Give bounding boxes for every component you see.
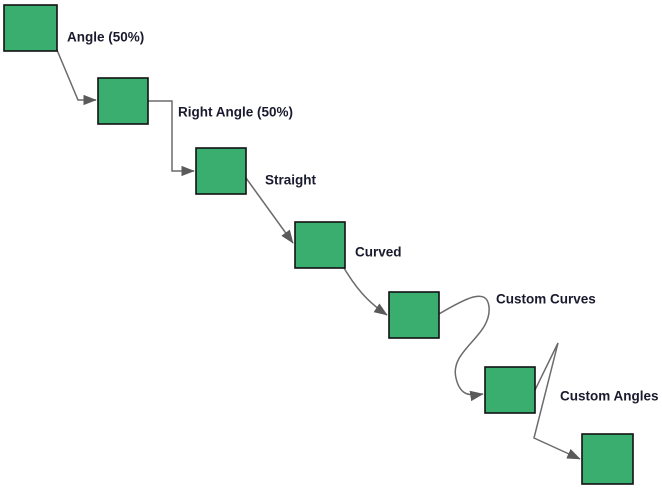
connector-angle[interactable] bbox=[56, 49, 97, 106]
nodes-layer bbox=[3, 4, 634, 485]
labels-layer: Angle (50%) Right Angle (50%) StraightCurv… bbox=[67, 30, 659, 404]
edge-label-right-angle: Right Angle (50%) bbox=[178, 105, 293, 120]
node-n5[interactable] bbox=[388, 291, 440, 339]
node-n2[interactable] bbox=[97, 77, 149, 125]
connector-custom-angles[interactable] bbox=[533, 342, 581, 460]
node-n3[interactable] bbox=[195, 147, 247, 195]
edges-layer bbox=[56, 49, 581, 460]
connector-curved[interactable] bbox=[340, 262, 388, 316]
edge-label-curved: Curved bbox=[355, 245, 402, 260]
connector-straight[interactable] bbox=[245, 177, 294, 244]
connector-right-angle[interactable] bbox=[148, 100, 195, 177]
node-n1[interactable] bbox=[3, 4, 58, 52]
edge-label-custom-angles: Custom Angles bbox=[560, 389, 659, 404]
edge-label-custom-curves: Custom Curves bbox=[496, 292, 596, 307]
node-n4[interactable] bbox=[294, 221, 346, 269]
connector-custom-curves[interactable] bbox=[438, 295, 490, 402]
edge-label-straight: Straight bbox=[265, 173, 317, 188]
edge-label-angle: Angle (50%) bbox=[67, 30, 144, 45]
node-n6[interactable] bbox=[484, 366, 536, 414]
node-n7[interactable] bbox=[581, 433, 634, 485]
